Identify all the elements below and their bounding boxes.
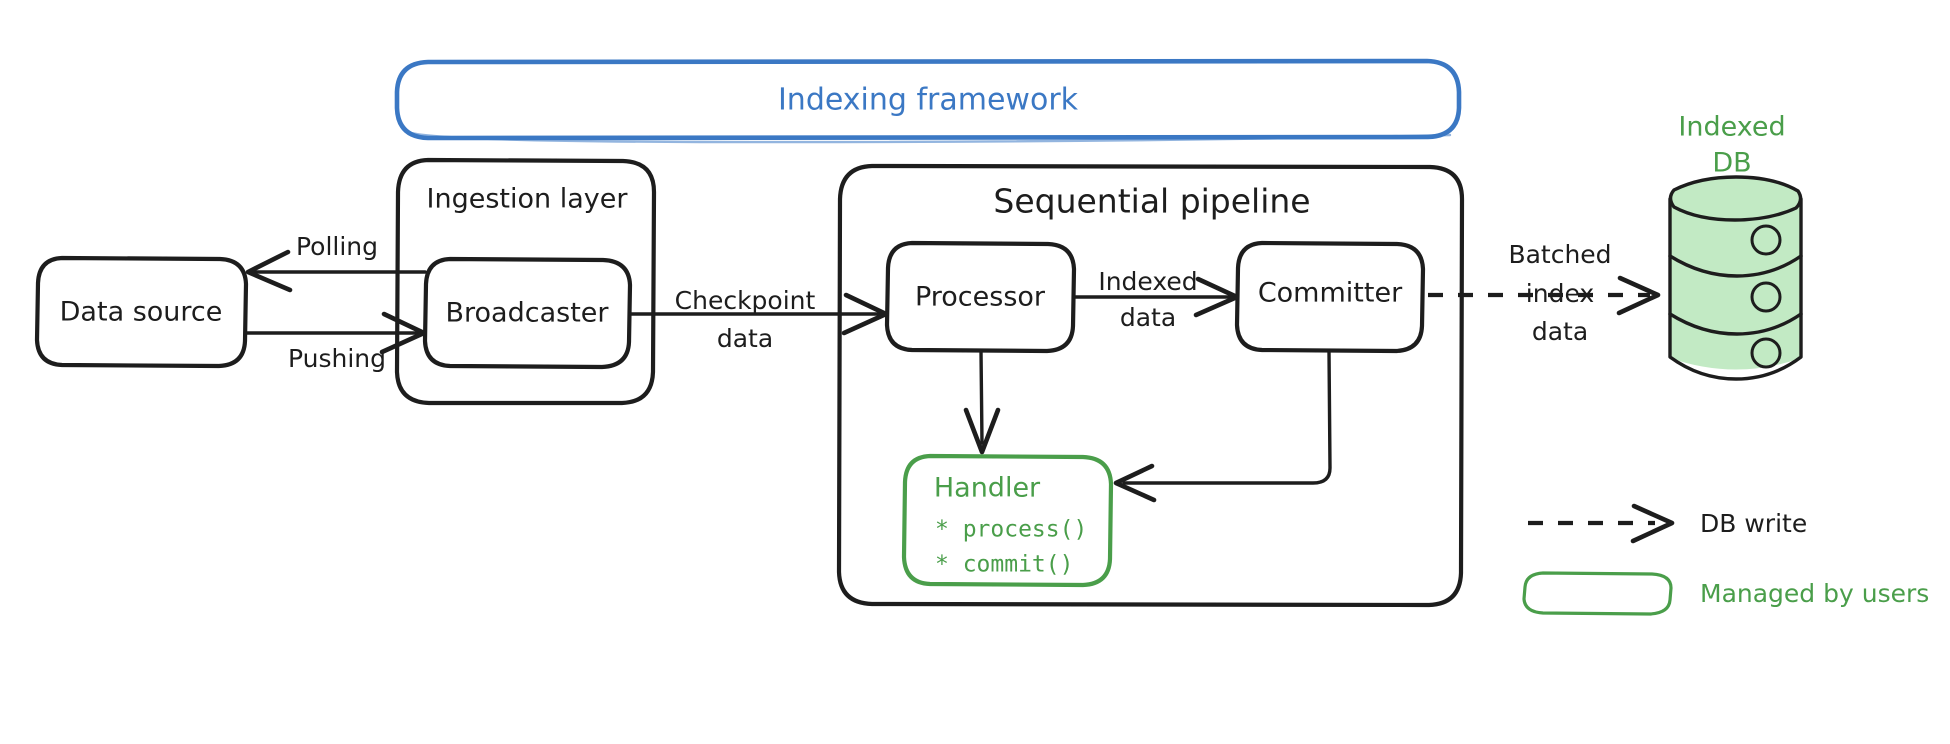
- edge-batched-index-data-label-line1: Batched: [1508, 240, 1611, 269]
- handler-method-process: * process(): [935, 517, 1087, 543]
- edge-indexed-data-label-line1: Indexed: [1098, 267, 1197, 296]
- node-data-source[interactable]: Data source: [34, 255, 249, 369]
- container-sequential-pipeline-label: Sequential pipeline: [993, 182, 1310, 221]
- node-committer-label: Committer: [1258, 278, 1403, 309]
- db-indicator-icon-1: [1750, 224, 1782, 256]
- edge-pushing: Pushing: [244, 311, 427, 373]
- edge-batched-index-data-label-line3: data: [1532, 317, 1588, 346]
- edge-polling-label: Polling: [296, 232, 378, 261]
- node-handler-title: Handler: [934, 473, 1041, 504]
- legend: DB write Managed by users: [1522, 503, 1929, 616]
- indexed-db[interactable]: Indexed DB: [1668, 112, 1803, 381]
- edge-batched-index-data-label-line2: index: [1526, 279, 1594, 308]
- node-processor[interactable]: Processor: [884, 240, 1077, 354]
- legend-item-db-write: DB write: [1528, 503, 1807, 544]
- edge-batched-index-data: Batched index data: [1428, 240, 1661, 346]
- edge-indexed-data-label-line2: data: [1120, 303, 1176, 332]
- legend-item-managed-by-users-label: Managed by users: [1700, 579, 1929, 608]
- node-data-source-label: Data source: [60, 297, 223, 328]
- indexed-db-label-line1: Indexed: [1678, 112, 1785, 143]
- db-indicator-icon-2: [1750, 281, 1782, 313]
- db-indicator-icon-3: [1750, 337, 1782, 369]
- node-broadcaster[interactable]: Broadcaster: [422, 256, 633, 370]
- edge-indexed-data: Indexed data: [1072, 267, 1240, 332]
- container-ingestion-layer-label: Ingestion layer: [427, 184, 629, 215]
- edge-checkpoint-data-label-line2: data: [717, 324, 773, 353]
- framework-banner-label: Indexing framework: [778, 83, 1079, 118]
- node-committer[interactable]: Committer: [1234, 240, 1426, 354]
- container-ingestion-layer[interactable]: Ingestion layer: [394, 157, 657, 406]
- legend-item-db-write-label: DB write: [1700, 509, 1807, 538]
- container-sequential-pipeline[interactable]: Sequential pipeline: [836, 163, 1465, 608]
- edge-committer-to-handler: [1113, 349, 1332, 503]
- edge-checkpoint-data-label-line1: Checkpoint: [675, 286, 816, 315]
- handler-method-commit: * commit(): [935, 552, 1073, 578]
- node-handler[interactable]: Handler * process() * commit(): [901, 453, 1114, 588]
- legend-item-managed-by-users: Managed by users: [1522, 571, 1929, 616]
- edge-processor-to-handler: [963, 349, 1001, 455]
- edge-polling: Polling: [245, 232, 427, 293]
- framework-banner[interactable]: Indexing framework: [394, 58, 1462, 144]
- edge-checkpoint-data: Checkpoint data: [628, 286, 889, 353]
- node-processor-label: Processor: [915, 282, 1046, 313]
- node-broadcaster-label: Broadcaster: [446, 298, 610, 329]
- indexed-db-label-line2: DB: [1712, 148, 1751, 179]
- edge-pushing-label: Pushing: [288, 344, 386, 373]
